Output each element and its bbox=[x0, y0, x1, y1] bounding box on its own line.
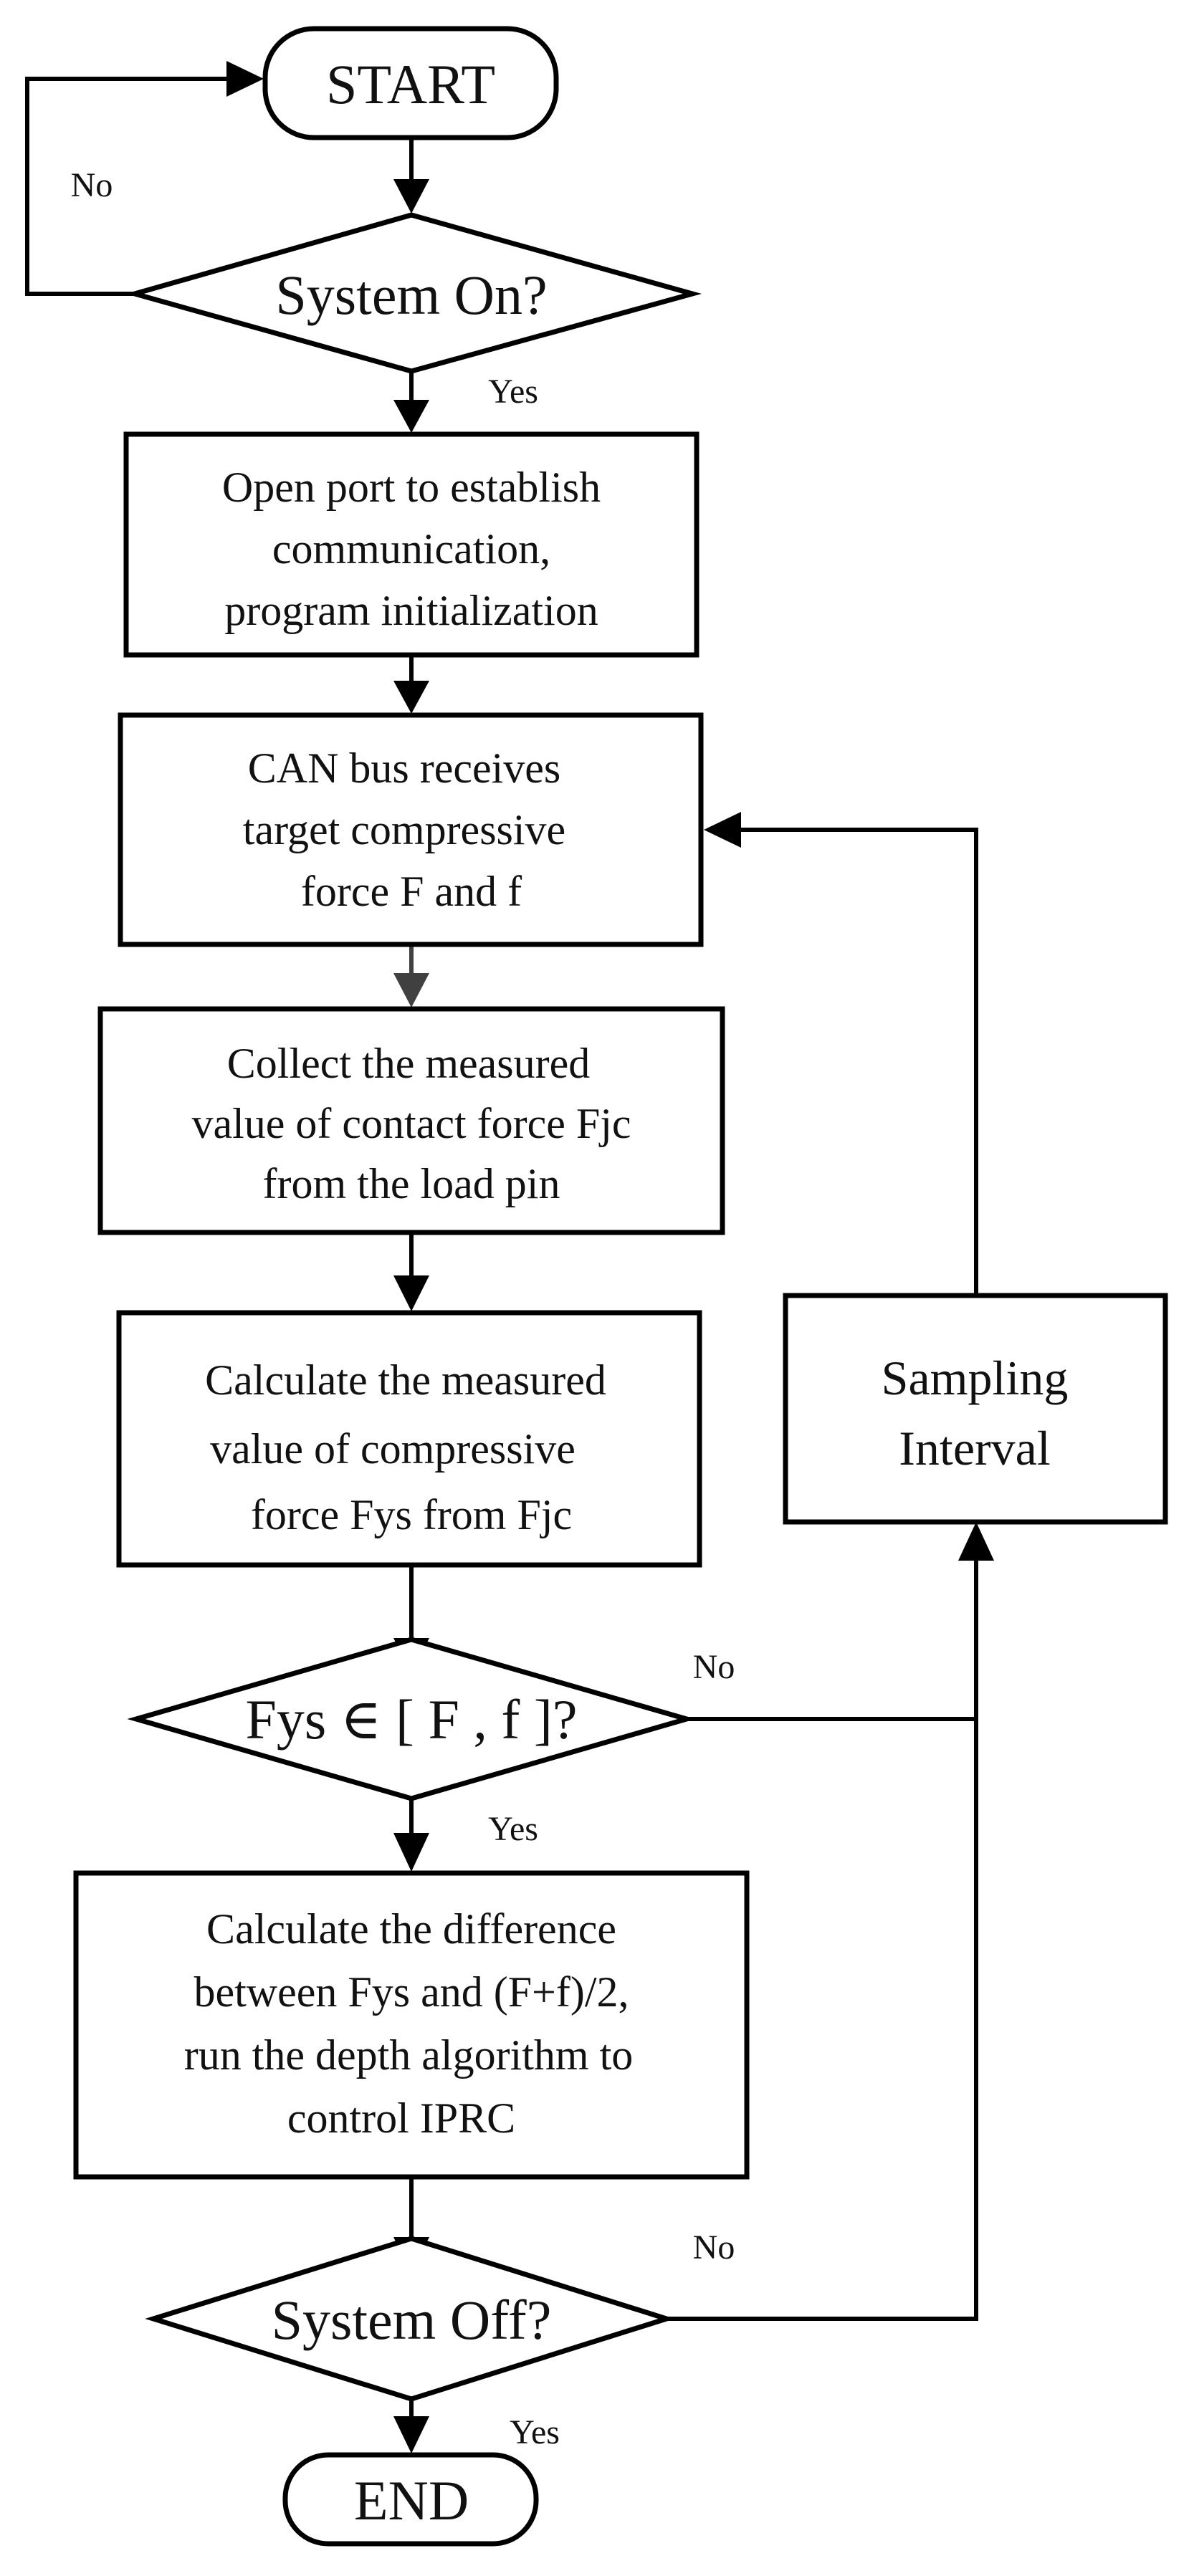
init-box: Open port to establish communication, pr… bbox=[123, 431, 699, 658]
calculate-rect bbox=[116, 1310, 702, 1568]
connectors bbox=[25, 61, 994, 2453]
edge-sampling-to-can-bus bbox=[740, 828, 978, 1294]
start-node: START bbox=[262, 26, 559, 140]
control-box: Calculate the difference between Fys and… bbox=[73, 1870, 750, 2180]
arrowhead bbox=[958, 1522, 994, 1561]
init-line-3: program initialization bbox=[224, 587, 598, 634]
range-check-diamond bbox=[127, 1637, 696, 1801]
system-on-label: System On? bbox=[275, 264, 547, 326]
arrowhead bbox=[393, 681, 429, 714]
control-line-2: between Fys and (F+f)/2, bbox=[194, 1968, 629, 2016]
edge-system-on-no-loop bbox=[25, 77, 228, 296]
system-off-decision: System Off? bbox=[145, 2236, 675, 2402]
collect-box: Collect the measured value of contact fo… bbox=[97, 1006, 725, 1235]
can-bus-line-1: CAN bus receives bbox=[248, 744, 561, 792]
range-check-decision: Fys ∈ [ F , f ]? bbox=[127, 1637, 696, 1801]
end-node: END bbox=[282, 2452, 539, 2547]
collect-line-3: from the load pin bbox=[263, 1160, 560, 1207]
control-line-3: run the depth algorithm to bbox=[184, 2031, 634, 2079]
sampling-box: Sampling Interval bbox=[783, 1293, 1168, 1525]
system-off-label: System Off? bbox=[272, 2289, 552, 2351]
system-on-diamond bbox=[125, 212, 702, 374]
range-check-label: Fys ∈ [ F , f ]? bbox=[246, 1688, 578, 1751]
sampling-line-1: Sampling bbox=[882, 1351, 1069, 1405]
edge-labels: No Yes No Yes No Yes bbox=[71, 166, 735, 2451]
start-terminator bbox=[262, 26, 559, 140]
collect-line-1: Collect the measured bbox=[227, 1040, 590, 1087]
arrowhead bbox=[704, 812, 741, 848]
label-system-on-no: No bbox=[71, 166, 113, 204]
calculate-line-2: value of compressive bbox=[210, 1425, 576, 1473]
sampling-rect bbox=[783, 1293, 1168, 1525]
calculate-line-1: Calculate the measured bbox=[205, 1356, 606, 1404]
start-label: START bbox=[326, 53, 495, 115]
label-range-check-yes: Yes bbox=[488, 1810, 538, 1848]
label-range-check-no: No bbox=[693, 1648, 735, 1686]
collect-line-2: value of contact force Fjc bbox=[191, 1100, 631, 1147]
calculate-line-3: force Fys from Fjc bbox=[251, 1491, 572, 1538]
label-system-on-yes: Yes bbox=[488, 373, 538, 411]
arrowhead bbox=[393, 1833, 429, 1872]
can-bus-line-3: force F and f bbox=[301, 868, 522, 915]
can-bus-box: CAN bus receives target compressive forc… bbox=[118, 712, 704, 947]
collect-rect bbox=[97, 1006, 725, 1235]
end-terminator bbox=[282, 2452, 539, 2547]
init-rect bbox=[123, 431, 699, 658]
control-line-4: control IPRC bbox=[287, 2094, 515, 2142]
arrowhead bbox=[393, 179, 429, 214]
sampling-line-2: Interval bbox=[899, 1421, 1050, 1475]
label-system-off-yes: Yes bbox=[510, 2413, 560, 2451]
system-on-decision: System On? bbox=[125, 212, 702, 374]
arrowhead bbox=[226, 61, 264, 97]
arrowhead bbox=[393, 973, 429, 1007]
end-label: END bbox=[354, 2469, 469, 2532]
can-bus-rect bbox=[118, 712, 704, 947]
init-line-2: communication, bbox=[272, 525, 550, 573]
arrowhead bbox=[393, 1275, 429, 1311]
system-off-diamond bbox=[145, 2236, 675, 2402]
can-bus-line-2: target compressive bbox=[243, 806, 565, 853]
calculate-box: Calculate the measured value of compress… bbox=[116, 1310, 702, 1568]
init-line-1: Open port to establish bbox=[222, 464, 601, 511]
control-line-1: Calculate the difference bbox=[206, 1905, 616, 1953]
arrowhead bbox=[393, 400, 429, 433]
label-system-off-no: No bbox=[693, 2228, 735, 2266]
control-rect bbox=[73, 1870, 750, 2180]
edge-system-off-no bbox=[667, 1559, 978, 2321]
arrowhead bbox=[393, 2416, 429, 2453]
